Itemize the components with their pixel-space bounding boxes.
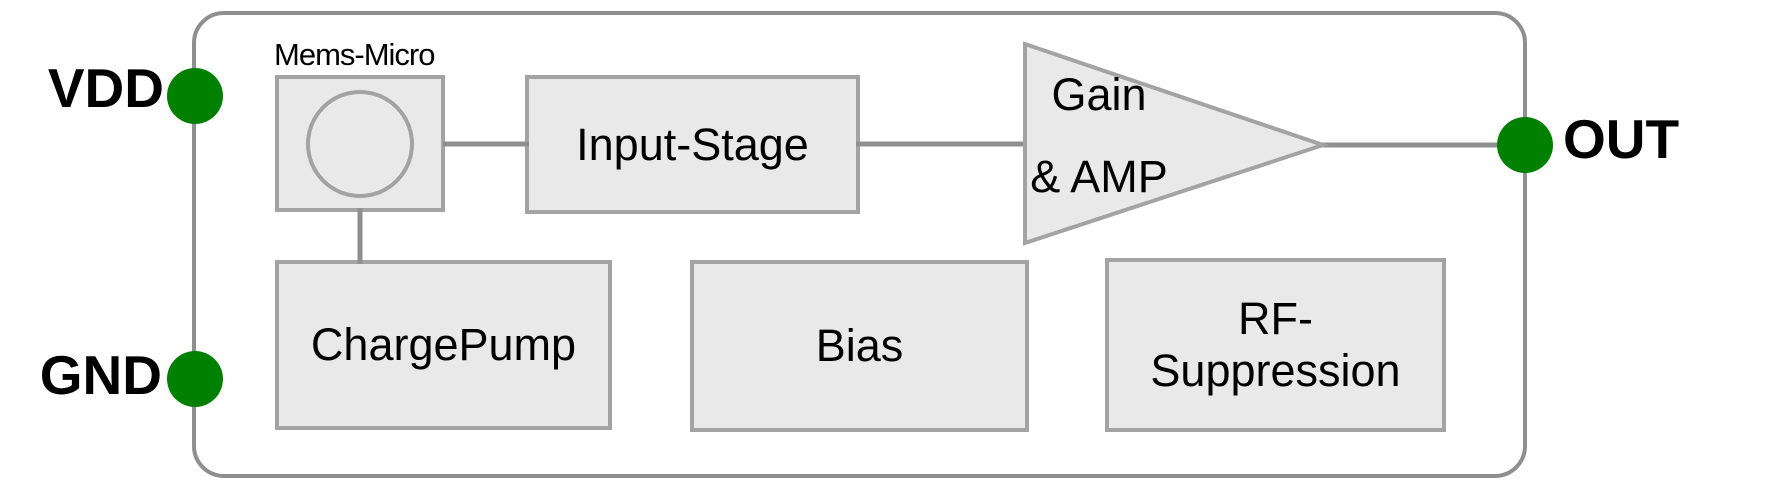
out-pin-dot [1497,117,1553,173]
block-input-stage: Input-Stage [525,75,860,214]
block-rf-suppression-label: RF- Suppression [1150,293,1400,397]
block-input-stage-label: Input-Stage [576,118,809,170]
mems-membrane-circle-icon [306,90,414,198]
amplifier-triangle [1023,41,1330,246]
amplifier-label-line2: & AMP [1030,151,1168,202]
mems-micro-label: Mems-Micro [274,37,435,72]
block-charge-pump: ChargePump [275,260,612,430]
block-rf-suppression: RF- Suppression [1105,258,1446,432]
rf-suppression-line2: Suppression [1150,345,1401,396]
rf-suppression-line1: RF- [1238,293,1313,344]
block-bias-label: Bias [815,320,904,371]
chip-boundary-outline [192,11,1527,478]
out-pin-label: OUT [1563,108,1680,170]
block-bias: Bias [690,260,1029,432]
block-charge-pump-label: ChargePump [310,319,577,370]
vdd-pin-dot [167,68,223,124]
gnd-pin-label: GND [39,344,162,406]
vdd-pin-label: VDD [47,57,164,119]
amplifier-label-line1: Gain [1051,69,1147,120]
gnd-pin-dot [167,351,223,407]
